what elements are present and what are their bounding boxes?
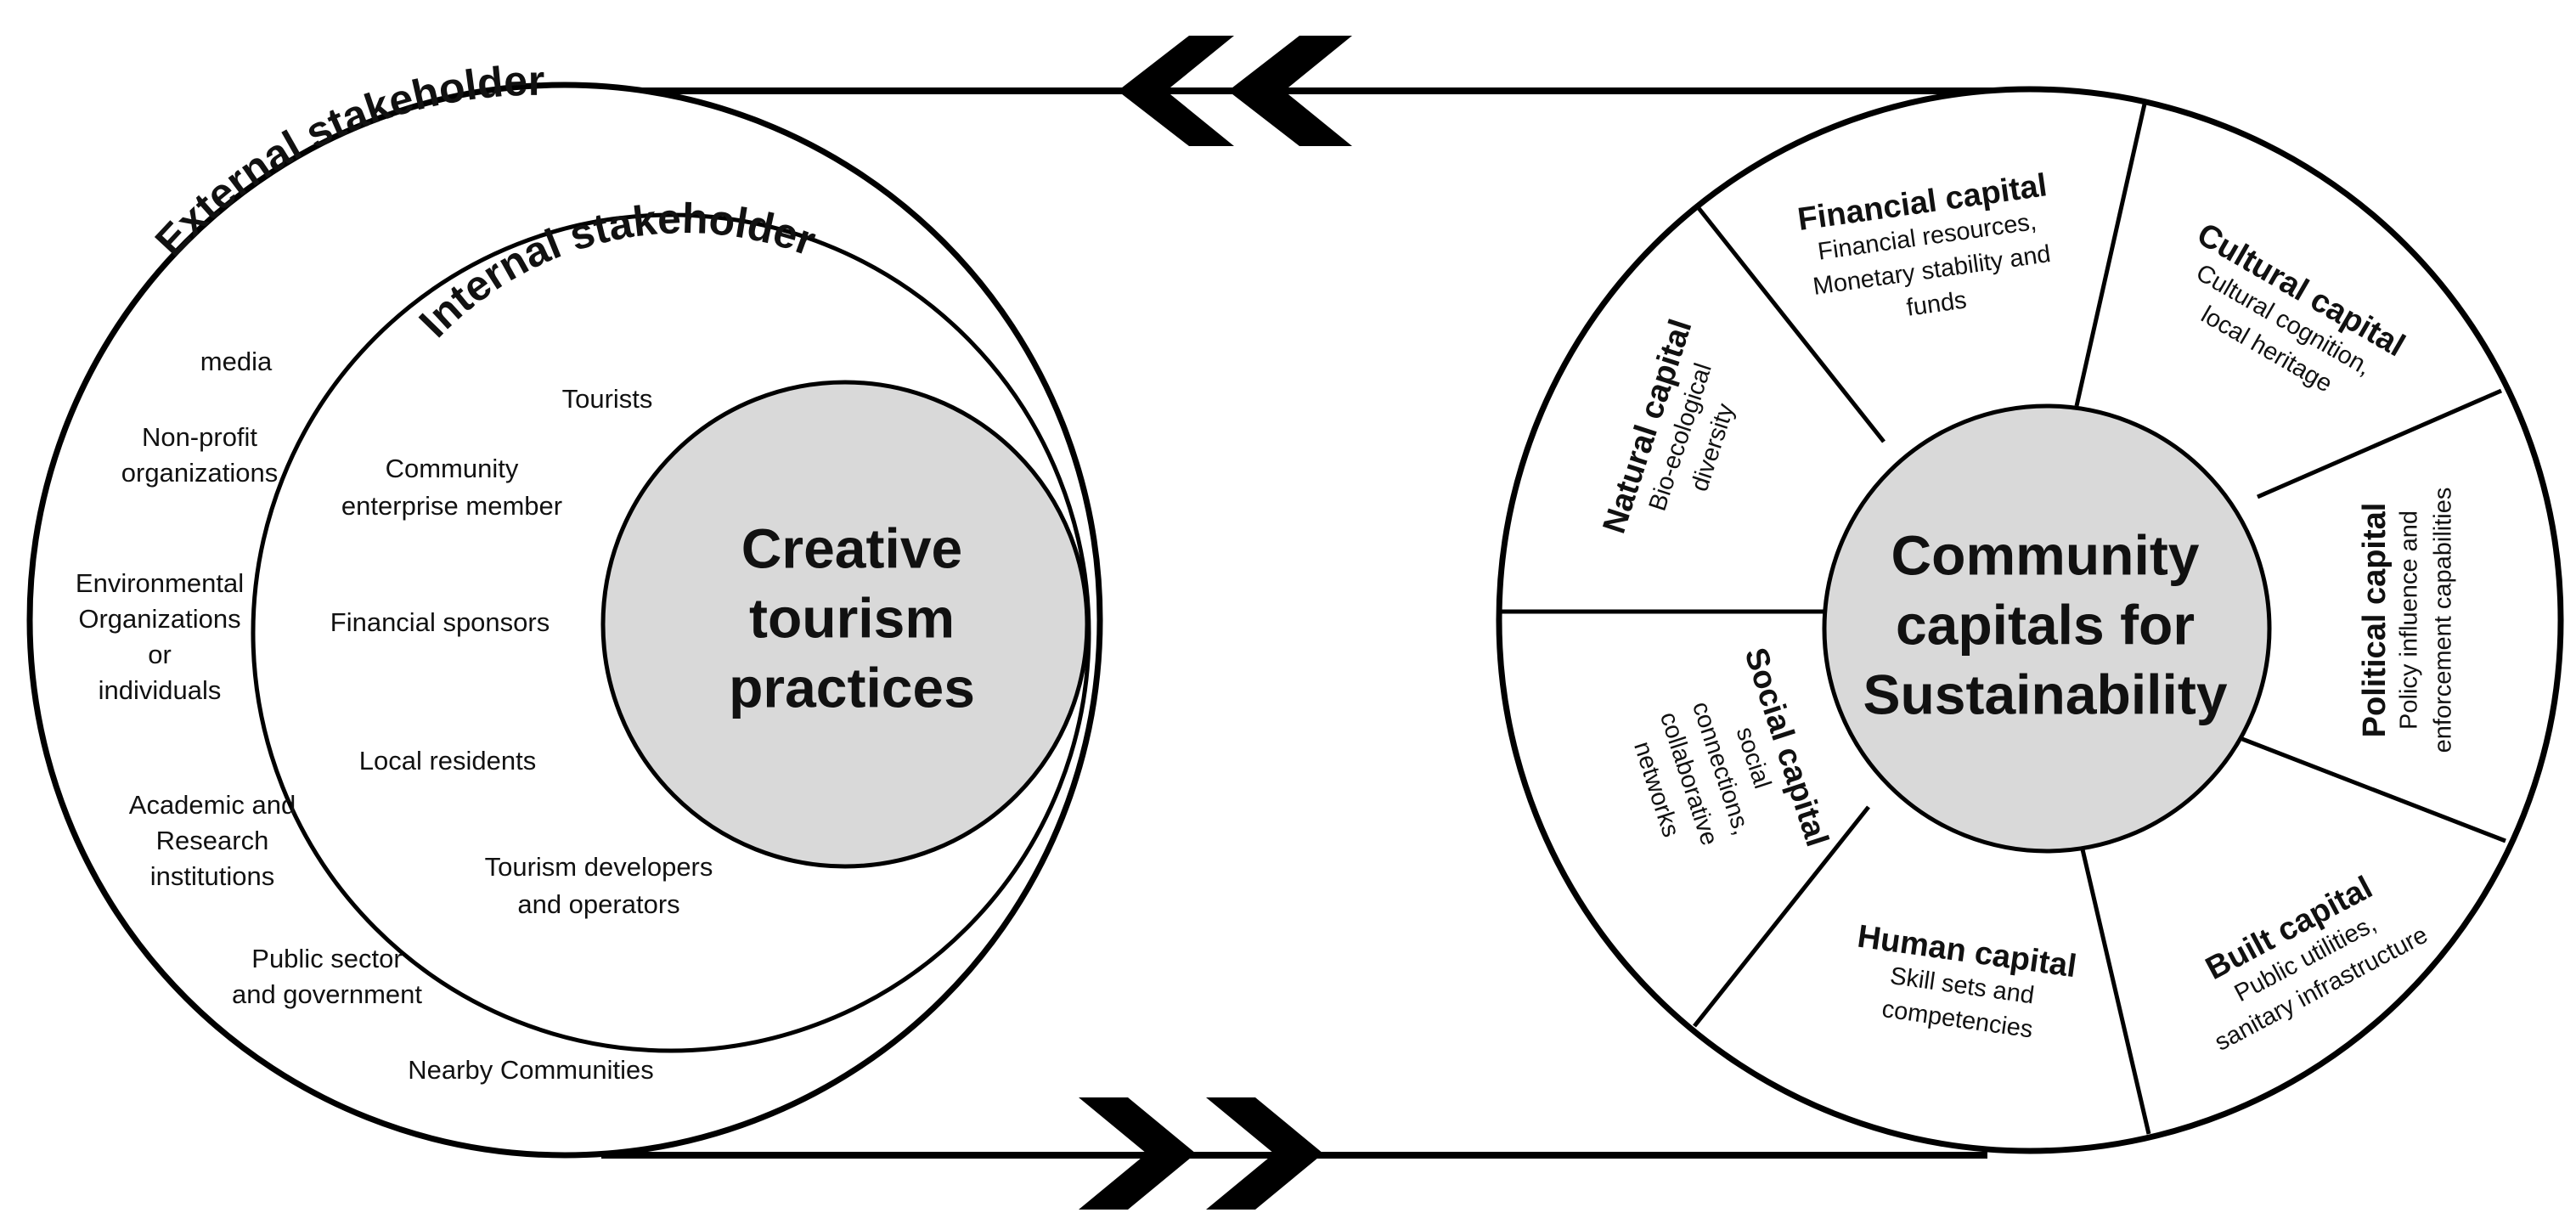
academic-institutions-item-line: Academic and [129, 790, 296, 820]
nearby-communities-item: Nearby Communities [408, 1055, 653, 1085]
stakeholder-diagram: External stakeholder Internal stakeholde… [26, 57, 1103, 1159]
creative-tourism-practices-text-line: tourism [749, 586, 955, 649]
capital-divider-line [2074, 99, 2148, 407]
tourism-developers-item: Tourism developers and operators [485, 852, 713, 919]
capital-dividers [1502, 99, 2506, 1135]
community-capitals-circle [1822, 403, 2272, 854]
financial-sponsors-item: Financial sponsors [330, 607, 550, 637]
creative-tourism-practices-label: Creative tourism practices [729, 516, 975, 719]
tourists-item: Tourists [562, 384, 653, 414]
non-profit-item: Non-profit organizations [121, 422, 278, 488]
chevron-left-icon [1228, 36, 1352, 146]
political-capital-description: enforcement capabilities [2430, 488, 2457, 753]
financial-sponsors-item-line: Financial sponsors [330, 607, 550, 637]
media-item: media [200, 347, 273, 376]
tourism-developers-item-line: Tourism developers [485, 852, 713, 882]
chevron-right-icon [1079, 1097, 1196, 1210]
top-arrow-left [1118, 36, 1352, 146]
local-residents-item: Local residents [359, 746, 537, 776]
political-capital-title: Political capital [2357, 503, 2393, 738]
environmental-organizations-item-line: Organizations [78, 604, 240, 634]
bottom-arrow-right [1079, 1097, 1323, 1210]
local-residents-item-line: Local residents [359, 746, 537, 776]
tourism-developers-item-line: and operators [517, 889, 679, 919]
capital-divider-line [1693, 805, 1870, 1028]
environmental-organizations-item-line: Environmental [76, 568, 244, 598]
academic-institutions-item-line: institutions [150, 861, 274, 891]
creative-tourism-practices-text-line: practices [729, 656, 975, 719]
public-sector-item-line: Public sector [251, 944, 402, 973]
public-sector-item-line: and government [232, 979, 422, 1009]
academic-institutions-item-line: Research [156, 826, 269, 855]
creative-tourism-circle [600, 380, 1090, 869]
capital-divider-line [2080, 849, 2151, 1135]
chevron-left-icon [1118, 36, 1234, 146]
community-capitals-text-line: Sustainability [1863, 663, 2227, 725]
non-profit-item-line: organizations [121, 458, 278, 488]
creative-tourism-practices-text-line: Creative [741, 516, 963, 579]
chevron-right-icon [1206, 1097, 1323, 1210]
capital-divider-line [2241, 736, 2506, 843]
community-capitals-text-line: Community [1891, 523, 2200, 586]
capital-divider-line [1697, 206, 1885, 443]
nearby-communities-item-line: Nearby Communities [408, 1055, 653, 1085]
community-enterprise-item: Community enterprise member [341, 454, 562, 521]
tourists-item-line: Tourists [562, 384, 653, 414]
creative-tourism-practices-text: Creative tourism practices [729, 516, 975, 719]
community-enterprise-item-line: Community [386, 454, 519, 483]
environmental-organizations-item-line: or [148, 640, 172, 669]
non-profit-item-line: Non-profit [142, 422, 257, 452]
environmental-organizations-item-line: individuals [99, 675, 222, 705]
capital-divider-line [2257, 388, 2502, 499]
public-sector-item: Public sector and government [232, 944, 422, 1009]
community-capitals-text-line: capitals for [1896, 593, 2195, 656]
political-capital-description: Policy influence and [2396, 510, 2423, 730]
media-item-line: media [200, 347, 273, 376]
community-enterprise-item-line: enterprise member [341, 491, 562, 521]
